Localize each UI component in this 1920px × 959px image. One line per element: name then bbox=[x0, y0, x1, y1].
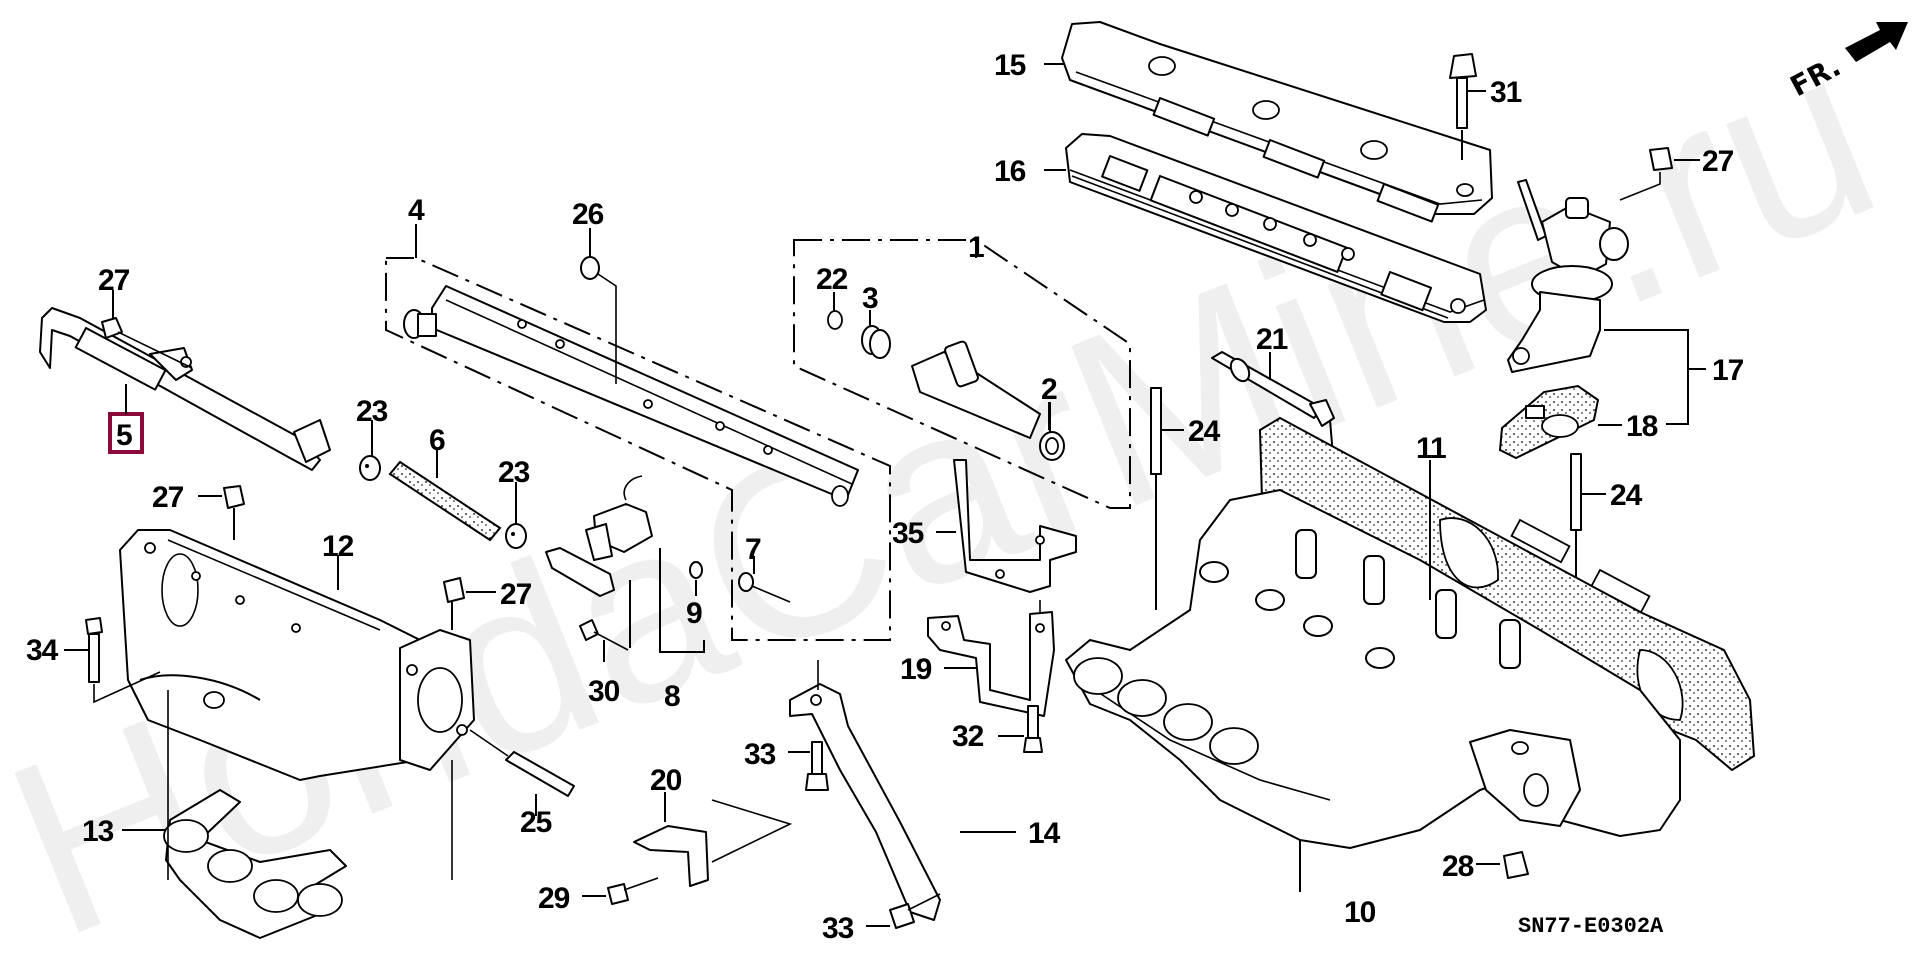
part-5-fuel-pipe bbox=[39, 307, 331, 471]
callout-24[interactable]: 24 bbox=[1188, 415, 1222, 448]
callout-32[interactable]: 32 bbox=[952, 720, 985, 753]
part-16-gasket bbox=[1065, 133, 1487, 323]
part-27-nut-c bbox=[1619, 147, 1700, 201]
part-30-bolt bbox=[579, 619, 629, 662]
callout-8[interactable]: 8 bbox=[664, 680, 681, 713]
part-23-clamp-a bbox=[359, 420, 381, 481]
callout-2[interactable]: 2 bbox=[1041, 373, 1058, 406]
part-1-injector-assembly bbox=[793, 239, 1131, 509]
callout-12[interactable]: 12 bbox=[322, 530, 355, 563]
callout-15[interactable]: 15 bbox=[994, 49, 1027, 82]
callout-29[interactable]: 29 bbox=[538, 882, 571, 915]
callout-23[interactable]: 23 bbox=[356, 395, 389, 428]
part-4-fuel-rail bbox=[385, 224, 891, 641]
callout-17[interactable]: 17 bbox=[1712, 354, 1745, 387]
front-arrow-icon bbox=[1845, 22, 1908, 62]
callout-33[interactable]: 33 bbox=[822, 912, 855, 945]
callout-20[interactable]: 20 bbox=[650, 764, 683, 797]
callout-24[interactable]: 24 bbox=[1610, 479, 1644, 512]
part-27-nut-a bbox=[198, 485, 245, 540]
part-25-stud bbox=[469, 729, 575, 816]
part-pressure-regulator bbox=[545, 475, 705, 653]
part-15-cover bbox=[1061, 21, 1493, 223]
callout-6[interactable]: 6 bbox=[429, 424, 446, 457]
callout-7[interactable]: 7 bbox=[745, 533, 762, 566]
callout-27[interactable]: 28 bbox=[1442, 850, 1475, 883]
leader-17 bbox=[1604, 329, 1689, 425]
callout-1[interactable]: 1 bbox=[968, 231, 985, 264]
part-10-intake-manifold bbox=[1065, 489, 1681, 892]
part-27-nut-b bbox=[443, 577, 496, 630]
callout-35[interactable]: 35 bbox=[892, 517, 925, 550]
callout-19[interactable]: 19 bbox=[900, 653, 933, 686]
callout-4[interactable]: 4 bbox=[408, 194, 426, 227]
part-28-bolt bbox=[101, 290, 193, 369]
part-14-stay bbox=[789, 660, 1016, 921]
callout-5-highlighted[interactable]: 5 bbox=[108, 384, 144, 454]
part-13-gasket bbox=[122, 690, 453, 939]
part-6-fuel-hose bbox=[388, 450, 502, 542]
part-26-cushion-ring bbox=[580, 228, 617, 384]
part-17-valve bbox=[1507, 179, 1629, 373]
callout-27[interactable]: 27 bbox=[500, 578, 533, 611]
callout-27[interactable]: 27 bbox=[1702, 145, 1735, 178]
drawing-code: SN77-E0302A bbox=[1518, 914, 1664, 939]
part-35-bracket bbox=[936, 459, 1077, 593]
callout-21[interactable]: 21 bbox=[1256, 323, 1289, 356]
part-33-bolt-a bbox=[788, 741, 829, 791]
part-20-bracket bbox=[633, 792, 793, 887]
part-32-bolt bbox=[998, 705, 1043, 753]
callout-23[interactable]: 23 bbox=[498, 456, 531, 489]
part-33-bolt-b bbox=[866, 893, 941, 929]
callout-11[interactable]: 11 bbox=[1416, 432, 1447, 465]
callout-26[interactable]: 26 bbox=[572, 198, 605, 231]
part-9-o-ring bbox=[689, 561, 703, 596]
part-12-intake-chamber bbox=[119, 529, 441, 781]
callout-3[interactable]: 3 bbox=[862, 282, 879, 315]
callout-34[interactable]: 34 bbox=[26, 634, 60, 667]
part-31-bolt bbox=[1449, 53, 1477, 160]
callout-33[interactable]: 33 bbox=[744, 738, 777, 771]
part-18-gasket bbox=[1498, 384, 1600, 460]
part-34-bolt bbox=[64, 617, 161, 704]
part-21-bolt bbox=[1211, 351, 1341, 541]
callout-31[interactable]: 31 bbox=[1490, 76, 1523, 109]
callout-9[interactable]: 9 bbox=[686, 597, 703, 630]
callout-30[interactable]: 30 bbox=[588, 675, 621, 708]
part-23-clamp-b bbox=[505, 482, 527, 549]
callout-25[interactable]: 25 bbox=[520, 806, 553, 839]
part-7-screw bbox=[738, 556, 791, 603]
callout-16[interactable]: 16 bbox=[994, 155, 1027, 188]
callout-13[interactable]: 13 bbox=[82, 815, 115, 848]
part-27-nut-d bbox=[1476, 851, 1529, 879]
callout-10[interactable]: 10 bbox=[1344, 896, 1377, 929]
callout-14[interactable]: 14 bbox=[1028, 817, 1062, 850]
callout-18[interactable]: 18 bbox=[1626, 410, 1659, 443]
part-19-bracket bbox=[927, 600, 1055, 717]
callout-labels: 15 16 31 27 4 26 1 22 3 27 5 21 24 17 18… bbox=[26, 49, 1745, 945]
callout-22[interactable]: 22 bbox=[816, 263, 849, 296]
callout-27[interactable]: 27 bbox=[152, 481, 185, 514]
callout-5[interactable]: 5 bbox=[116, 419, 133, 452]
part-29-bolt bbox=[582, 877, 659, 905]
part-throttle-flange bbox=[399, 629, 475, 771]
part-24-stud-a bbox=[1150, 387, 1162, 610]
callout-28[interactable]: 27 bbox=[98, 264, 131, 297]
